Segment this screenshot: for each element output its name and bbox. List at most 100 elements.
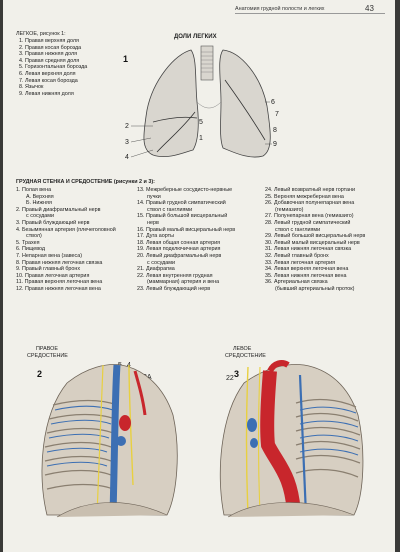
lung-legend-title: ЛЕГКОЕ, рисунок 1:	[16, 31, 66, 37]
chest-legend-item: 8. Правая нижняя легочная связка	[16, 259, 103, 266]
chest-legend-item: ствол с ганглиями	[275, 226, 321, 233]
chest-legend-item: 19. Левая подключичная артерия	[137, 246, 221, 253]
lung-legend-item: 7. Левая косая борозда	[19, 77, 78, 84]
chest-legend-item: 32. Левый главный бронх	[265, 252, 329, 259]
chest-legend-item: пучки	[147, 193, 161, 200]
textbook-page: Анатомия грудной полости и легких 43 ЛЕГ…	[3, 0, 395, 552]
fig2-label-line2: СРЕДОСТЕНИЕ	[27, 353, 68, 359]
chest-legend-item: 16. Правый малый висцеральный нерв	[137, 226, 236, 233]
lung-legend-item: 8. Язычок	[19, 84, 44, 91]
lungs-title: ДОЛИ ЛЕГКИХ	[174, 34, 217, 40]
chest-legend-item: 6. Пищевод	[16, 246, 46, 253]
header-rule	[235, 13, 385, 14]
chest-legend-item: 23. Левый блуждающий нерв	[137, 285, 211, 292]
lung-callout-3: 3	[125, 139, 129, 146]
figure-3-number: 3	[234, 369, 239, 379]
chest-legend-item: 35. Левая нижняя легочная вена	[265, 272, 347, 279]
left-lung-shape	[219, 49, 271, 158]
chest-legend-item: (маммарная) артерия и вена	[147, 279, 220, 286]
chest-legend-item: 18. Левая общая сонная артерия	[137, 239, 221, 246]
lung-legend-item: 5. Горизонтальная борозда	[19, 64, 88, 71]
chest-legend-item: 10. Правая легочная артерия	[16, 272, 90, 279]
chest-legend-item: 22. Левая внутренняя грудная	[137, 272, 213, 279]
bronchi-shape	[196, 101, 222, 109]
chest-legend-item: 36. Артериальная связка	[265, 279, 328, 286]
chest-legend-item: 24. Левый возвратный нерв гортани	[265, 187, 356, 193]
chest-legend-item: 11. Правая верхняя легочная вена	[16, 279, 103, 286]
chest-legend-item: 28. Левый грудной симпатический	[265, 219, 351, 226]
lung-legend-item: 3. Правая нижняя доля	[19, 51, 78, 58]
chest-legend-item: 29. Левый большой висцеральный нерв	[265, 233, 366, 240]
ribs-shape	[44, 399, 118, 490]
brachiocephalic-artery-shape	[133, 370, 147, 416]
chest-legend-item: 15. Правый большой висцеральный	[137, 213, 228, 220]
trachea-shape	[200, 45, 214, 81]
chest-legend-item: 12. Правая нижняя легочная вена	[16, 285, 101, 292]
figure-2-number: 2	[37, 369, 42, 379]
thoracic-wall-shape	[41, 364, 178, 516]
left-pulmonary-vein-shape	[247, 418, 257, 432]
intercostal-veins-shape	[46, 405, 114, 467]
lung-legend-item: 1. Правая верхняя доля	[19, 38, 79, 44]
lung-legend-item: 4. Правая средняя доля	[19, 57, 80, 64]
aorta-shape	[260, 370, 301, 516]
lung-callout-4: 4	[125, 154, 129, 161]
chest-legend-item: 9. Правый главный бронх	[16, 266, 81, 273]
chest-legend-item: 21. Диафрагма	[137, 266, 175, 273]
trachea-rings	[201, 51, 213, 73]
pulmonary-artery-shape	[119, 415, 131, 431]
fig3-callout-22: 22	[226, 375, 234, 382]
left-mediastinum-figure: 3 22	[219, 360, 364, 518]
chest-legend-item: 31. Левая нижняя легочная связка	[265, 246, 352, 253]
chest-legend-item: 26. Добавочная полунепарная вена	[265, 200, 355, 207]
diaphragm-shape	[227, 502, 355, 518]
chest-legend-item: 3. Правый блуждающий нерв	[16, 219, 90, 226]
chest-legend-item: 14. Правый грудной симпатический	[137, 200, 226, 207]
vagus-nerve-shape	[96, 364, 104, 516]
aortic-arch-shape	[267, 360, 290, 373]
phrenic-nerve-shape	[128, 364, 134, 486]
chest-legend-item: с сосудами	[26, 213, 55, 220]
chest-legend-item: 13. Межреберные сосудисто-нервные	[137, 187, 233, 193]
right-lung-shape	[143, 49, 199, 158]
chest-legend-item: 5. Трахея	[16, 239, 40, 246]
lung-callout-8: 8	[273, 127, 277, 134]
chest-legend-item: 17. Дуга аорты	[137, 233, 175, 240]
lung-callout-7: 7	[275, 111, 279, 118]
chest-legend-item: Б. Нижняя	[26, 200, 52, 207]
chest-legend-item: 30. Левый малый висцеральный нерв	[265, 239, 360, 246]
chest-legend-item: (гемиазиго)	[275, 206, 304, 213]
page-number: 43	[365, 4, 374, 13]
left-pulmonary-vein-lower-shape	[250, 438, 258, 448]
diaphragm-shape	[56, 502, 168, 518]
chest-legend-item: А. Верхняя	[26, 193, 54, 200]
chest-legend-item: 27. Полунепарная вена (гемиазиго)	[265, 213, 354, 220]
chest-legend-item: нерв	[147, 219, 159, 226]
lung-legend-item: 2. Правая косая борозда	[19, 44, 82, 51]
chest-legend-item: ствол с ганглиями	[147, 206, 193, 213]
chest-legend-item: 4. Безымянная артерия (плечеголовной	[16, 226, 116, 233]
chest-legend-item: 25. Верхняя межреберная вена	[265, 193, 344, 200]
chest-legend-item: (бывший артериальный проток)	[275, 285, 355, 292]
left-phrenic-nerve-shape	[245, 366, 249, 516]
figure-1-number: 1	[123, 54, 128, 64]
lung-legend-item: 6. Левая верхняя доля	[19, 70, 76, 77]
vena-cava-shape	[109, 364, 121, 516]
left-vagus-nerve-shape	[257, 366, 261, 516]
chest-section-title: ГРУДНАЯ СТЕНКА И СРЕДОСТЕНИЕ (рисунки 2 …	[16, 179, 155, 185]
thoracic-wall-shape	[219, 364, 364, 516]
lung-callout-5: 5	[199, 119, 203, 126]
chest-legend-item: с сосудами	[147, 259, 176, 266]
callout-line	[130, 137, 152, 143]
chest-legend-item: 34. Левая верхняя легочная вена	[265, 266, 349, 273]
fig3-label-line2: СРЕДОСТЕНИЕ	[225, 353, 266, 359]
fig3-label-line1: ЛЕВОЕ	[233, 346, 252, 352]
chest-legend-item: 1. Полая вена	[16, 187, 52, 193]
chest-legend-item: ствол)	[26, 233, 42, 240]
running-header: Анатомия грудной полости и легких	[235, 6, 325, 12]
lung-callout-2: 2	[125, 123, 129, 130]
lung-callout-9: 9	[273, 141, 277, 148]
